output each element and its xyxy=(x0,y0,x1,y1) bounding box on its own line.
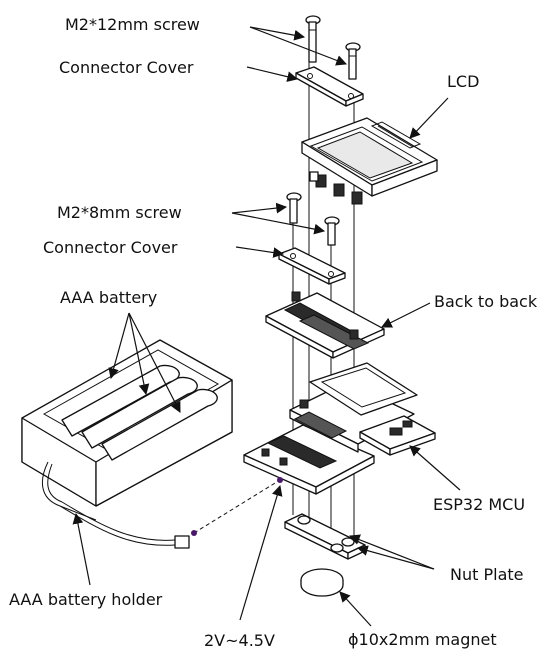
label-connector-cover-top: Connector Cover xyxy=(59,58,194,77)
connector-cover-top xyxy=(295,66,364,107)
label-back-to-back: Back to back xyxy=(434,292,538,311)
label-m2-8mm-screw: M2*8mm screw xyxy=(57,203,182,222)
label-aaa-battery: AAA battery xyxy=(60,288,157,307)
nut-plate xyxy=(284,513,366,560)
connector-cover-mid xyxy=(278,247,346,285)
lcd-pin-row xyxy=(377,125,414,148)
label-magnet: ϕ10x2mm magnet xyxy=(348,630,497,649)
esp32-main-board xyxy=(243,362,436,495)
label-voltage: 2V~4.5V xyxy=(204,631,275,650)
label-aaa-battery-holder: AAA battery holder xyxy=(9,590,163,609)
magnet xyxy=(300,568,344,597)
aaa-battery-holder xyxy=(21,339,233,521)
aaa-battery-cell-2 xyxy=(81,376,198,449)
back-to-back-board xyxy=(265,291,385,359)
label-connector-cover-mid: Connector Cover xyxy=(43,238,178,257)
m2-8mm-screw-left xyxy=(286,192,302,224)
m2-12mm-screw-left xyxy=(305,15,321,63)
m2-8mm-screw-right xyxy=(324,216,340,246)
battery-connection-dashed-line xyxy=(191,477,283,536)
label-m2-12mm-screw: M2*12mm screw xyxy=(65,15,200,34)
aaa-battery-cell-3 xyxy=(101,388,218,461)
lcd-module xyxy=(301,117,438,205)
leader-arrows xyxy=(72,26,461,627)
label-esp32-mcu: ESP32 MCU xyxy=(433,495,525,514)
battery-wire xyxy=(59,501,190,549)
label-lcd: LCD xyxy=(447,72,479,91)
label-nut-plate: Nut Plate xyxy=(450,565,523,584)
m2-12mm-screw-right xyxy=(345,42,361,80)
